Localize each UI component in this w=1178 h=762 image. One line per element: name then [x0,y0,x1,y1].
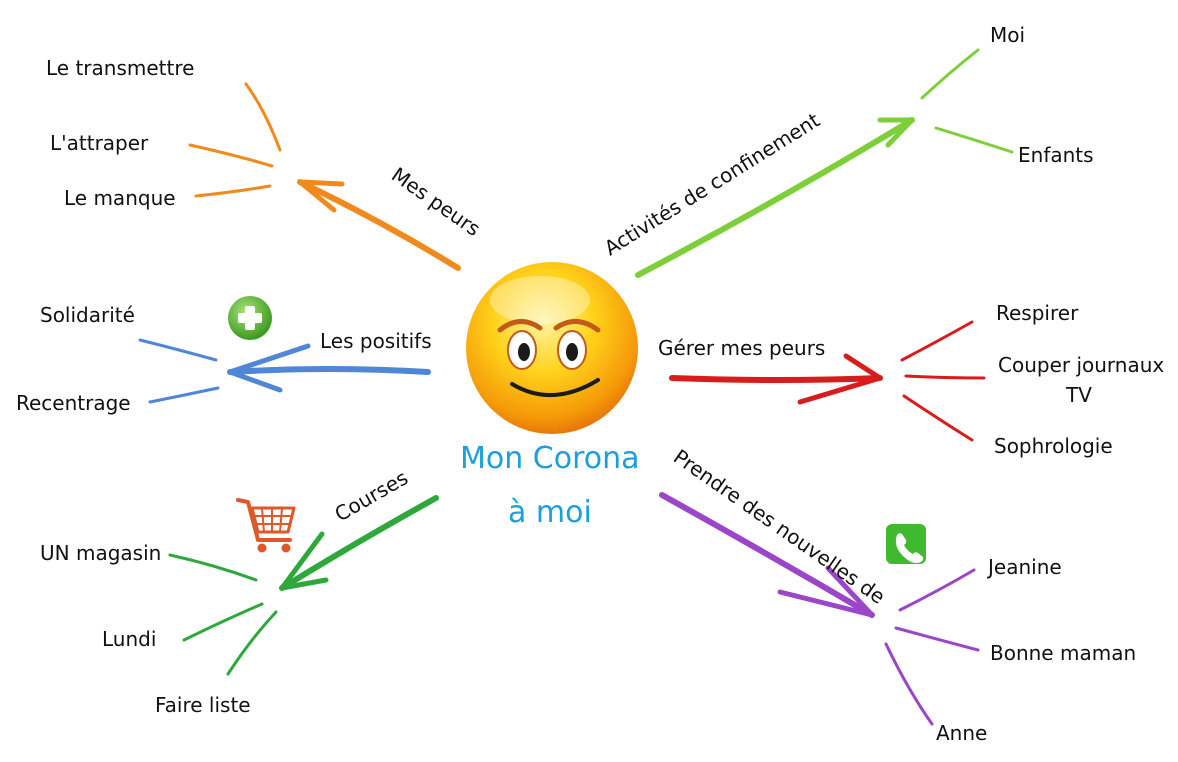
node-le-transmettre: Le transmettre [46,56,194,80]
branch-prendre-des-nouvelles [662,495,978,724]
node-sophrologie: Sophrologie [994,434,1113,458]
center-title-line2: à moi [508,495,592,530]
node-faire-liste: Faire liste [155,693,251,717]
node-couper-journaux: Couper journaux [998,353,1164,377]
node-recentrage: Recentrage [16,391,131,415]
node-solidarite: Solidarité [40,303,135,327]
shopping-cart-icon [238,500,294,552]
branch-label-les-positifs: Les positifs [320,329,432,353]
phone-icon [886,524,926,564]
branch-courses [170,498,436,674]
node-un-magasin: UN magasin [40,541,161,565]
node-jeanine: Jeanine [986,555,1062,579]
node-enfants: Enfants [1018,143,1094,167]
node-tv: TV [1065,383,1092,407]
branch-label-prendre-des-nouvelles: Prendre des nouvelles de [669,444,889,608]
node-moi: Moi [990,23,1025,47]
node-l-attraper: L'attraper [50,131,149,155]
center-title-line1: Mon Corona [460,441,640,476]
node-lundi: Lundi [102,627,156,651]
branch-label-mes-peurs: Mes peurs [387,162,485,241]
node-bonne-maman: Bonne maman [990,641,1136,665]
branch-label-gerer-mes-peurs: Gérer mes peurs [658,336,825,360]
plus-icon [228,296,272,340]
node-anne: Anne [936,721,987,745]
smiley-face-icon [466,262,638,434]
branch-activites-confinement [638,50,1012,275]
node-le-manque: Le manque [64,186,176,210]
node-respirer: Respirer [996,301,1079,325]
